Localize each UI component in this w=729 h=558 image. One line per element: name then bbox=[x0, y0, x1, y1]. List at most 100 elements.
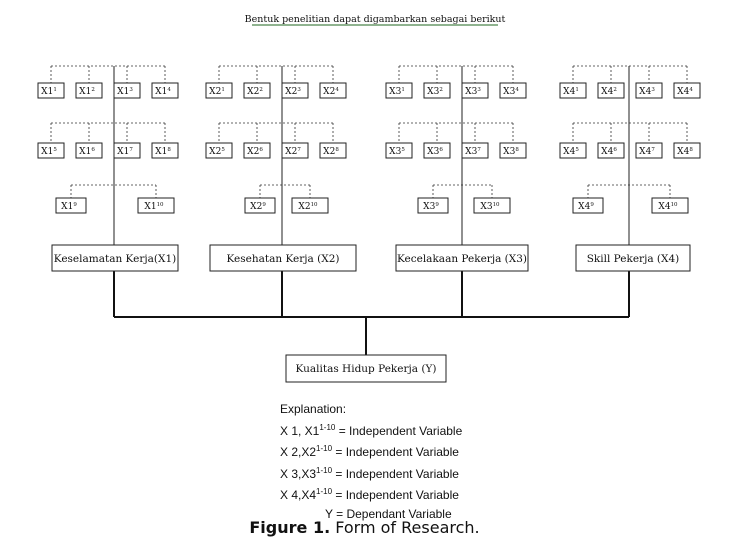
indicator-prefix: X4 bbox=[658, 202, 670, 212]
indicator-label: X25 bbox=[209, 147, 225, 157]
dependent-label: Kualitas Hidup Pekerja (Y) bbox=[296, 363, 437, 375]
indicator-label: X45 bbox=[563, 147, 579, 157]
indicator-frame bbox=[461, 82, 489, 99]
indicator-label: X22 bbox=[247, 87, 263, 97]
indicator-prefix: X2 bbox=[298, 202, 310, 212]
indicator-prefix: X2 bbox=[247, 147, 259, 157]
explanation-var: X 1, X1 bbox=[280, 423, 320, 438]
indicator-box: X24 bbox=[319, 82, 347, 99]
indicator-prefix: X3 bbox=[423, 202, 435, 212]
indicator-label: X210 bbox=[298, 202, 318, 212]
indicator-box: X28 bbox=[319, 142, 347, 159]
indicator-prefix: X3 bbox=[389, 147, 401, 157]
indicator-index: 1 bbox=[401, 87, 405, 93]
indicator-prefix: X4 bbox=[639, 87, 651, 97]
indicator-index: 8 bbox=[167, 147, 171, 153]
indicator-index: 8 bbox=[689, 147, 693, 153]
indicator-box: X12 bbox=[75, 82, 103, 99]
indicator-frame bbox=[37, 142, 65, 159]
indicator-index: 3 bbox=[477, 87, 481, 93]
indicator-frame bbox=[113, 82, 141, 99]
indicator-index: 4 bbox=[515, 87, 519, 93]
indicator-prefix: X3 bbox=[427, 147, 439, 157]
indicator-prefix: X3 bbox=[465, 87, 477, 97]
indicator-prefix: X1 bbox=[61, 202, 73, 212]
variable-box: Kecelakaan Pekerja (X3) bbox=[395, 244, 529, 272]
variable-label: Kecelakaan Pekerja (X3) bbox=[397, 253, 527, 265]
indicator-label: X44 bbox=[677, 87, 693, 97]
variable-box: Skill Pekerja (X4) bbox=[575, 244, 691, 272]
explanation-var: X 3,X3 bbox=[280, 466, 317, 481]
indicator-box: X34 bbox=[499, 82, 527, 99]
indicator-frame bbox=[319, 142, 347, 159]
dependent-box bbox=[285, 354, 447, 383]
indicator-frame bbox=[417, 197, 449, 214]
indicator-label: X14 bbox=[155, 87, 171, 97]
indicator-index: 9 bbox=[262, 202, 266, 208]
indicator-label: X12 bbox=[79, 87, 95, 97]
indicator-prefix: X3 bbox=[480, 202, 492, 212]
indicator-index: 8 bbox=[515, 147, 519, 153]
indicator-frame bbox=[559, 142, 587, 159]
explanation-heading: Explanation: bbox=[280, 402, 347, 416]
explanation-row: X 1, X11-10 = Independent Variable bbox=[280, 419, 462, 441]
indicator-prefix: X1 bbox=[144, 202, 156, 212]
indicator-box: X21 bbox=[205, 82, 233, 99]
indicator-label: X47 bbox=[639, 147, 655, 157]
indicator-frame bbox=[243, 82, 271, 99]
explanation-meaning: = Independent Variable bbox=[332, 488, 459, 502]
indicator-frame bbox=[205, 82, 233, 99]
variable-frame bbox=[209, 244, 357, 272]
indicator-box: X39 bbox=[417, 197, 449, 214]
indicator-frame bbox=[385, 82, 413, 99]
indicator-index: 6 bbox=[259, 147, 263, 153]
indicator-box: X43 bbox=[635, 82, 663, 99]
indicator-label: X28 bbox=[323, 147, 339, 157]
indicator-frame bbox=[244, 197, 276, 214]
indicator-index: 5 bbox=[221, 147, 225, 153]
indicator-frame bbox=[651, 197, 689, 214]
indicator-index: 10 bbox=[311, 202, 318, 208]
indicator-label: X34 bbox=[503, 87, 519, 97]
indicator-frame bbox=[461, 142, 489, 159]
indicator-prefix: X4 bbox=[677, 147, 689, 157]
indicator-index: 5 bbox=[575, 147, 579, 153]
indicator-box: X32 bbox=[423, 82, 451, 99]
research-diagram: Bentuk penelitian dapat digambarkan seba… bbox=[37, 14, 701, 383]
indicator-box: X15 bbox=[37, 142, 65, 159]
indicator-index: 4 bbox=[335, 87, 339, 93]
indicator-index: 7 bbox=[651, 147, 655, 153]
indicator-box: X36 bbox=[423, 142, 451, 159]
indicator-box: X23 bbox=[281, 82, 309, 99]
indicator-label: X310 bbox=[480, 202, 500, 212]
indicator-frame bbox=[597, 82, 625, 99]
indicator-prefix: X1 bbox=[117, 147, 129, 157]
indicator-box: X33 bbox=[461, 82, 489, 99]
indicator-frame bbox=[499, 82, 527, 99]
indicator-box: X45 bbox=[559, 142, 587, 159]
indicator-index: 7 bbox=[129, 147, 133, 153]
indicator-prefix: X4 bbox=[563, 87, 575, 97]
indicator-box: X410 bbox=[651, 197, 689, 214]
indicator-frame bbox=[205, 142, 233, 159]
indicator-box: X19 bbox=[55, 197, 87, 214]
explanation-range: 1-10 bbox=[316, 487, 333, 496]
indicator-index: 3 bbox=[129, 87, 133, 93]
explanation-meaning: = Independent Variable bbox=[332, 466, 459, 481]
indicator-box: X210 bbox=[291, 197, 329, 214]
indicator-index: 2 bbox=[259, 87, 263, 93]
indicator-prefix: X1 bbox=[155, 87, 167, 97]
indicator-box: X49 bbox=[572, 197, 604, 214]
indicator-index: 3 bbox=[651, 87, 655, 93]
indicator-prefix: X4 bbox=[578, 202, 590, 212]
indicator-label: X38 bbox=[503, 147, 519, 157]
indicator-label: X48 bbox=[677, 147, 693, 157]
indicator-prefix: X2 bbox=[247, 87, 259, 97]
indicator-frame bbox=[499, 142, 527, 159]
indicator-label: X37 bbox=[465, 147, 481, 157]
indicator-index: 6 bbox=[439, 147, 443, 153]
variable-box: Kesehatan Kerja (X2) bbox=[209, 244, 357, 272]
